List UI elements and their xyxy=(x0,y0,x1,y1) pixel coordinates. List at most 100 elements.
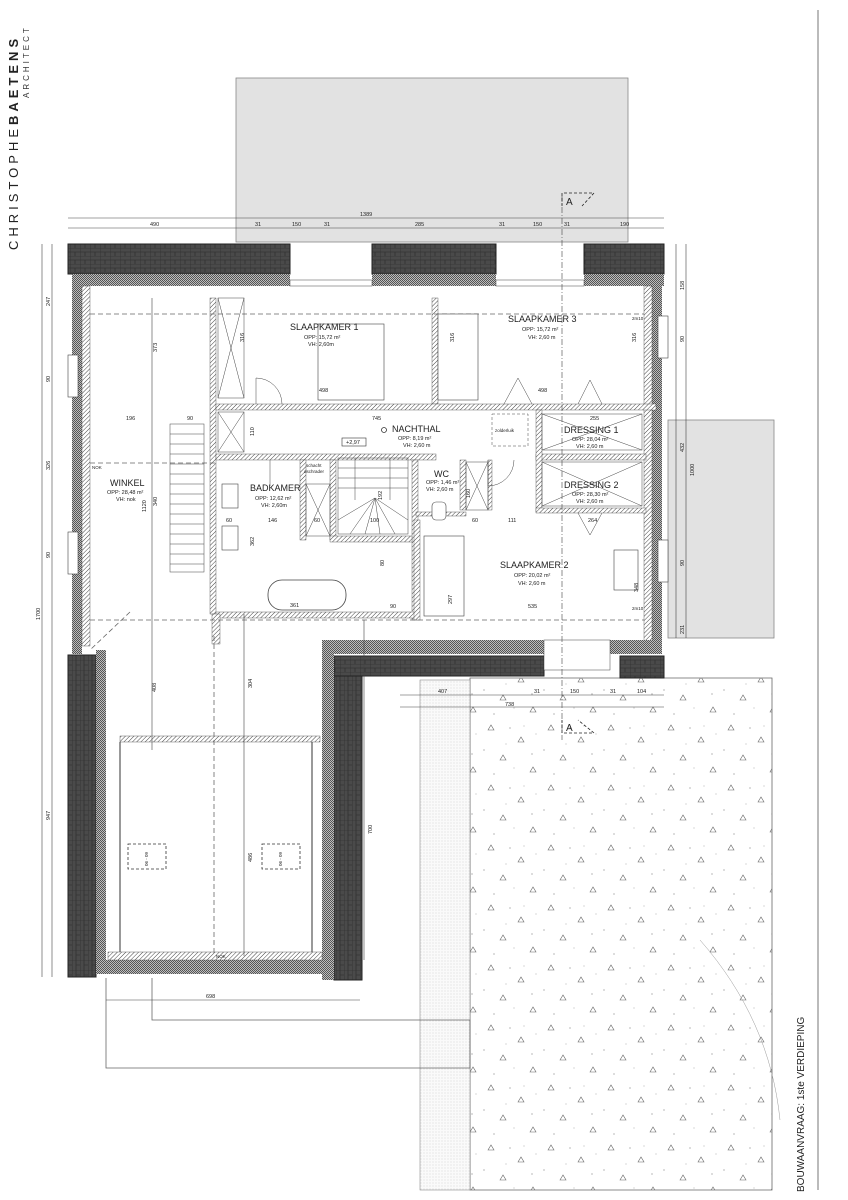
dim-bottom-1: 407 xyxy=(438,689,447,695)
dim-bad-60b: 60 xyxy=(314,518,320,524)
svg-text:BADKAMER: BADKAMER xyxy=(250,483,301,493)
height-2m10-a: 2m10 xyxy=(632,316,644,321)
desk xyxy=(613,549,639,591)
outer-walls xyxy=(67,274,669,980)
svg-text:VH: 2,60 m: VH: 2,60 m xyxy=(518,581,546,587)
dim-right-1: 158 xyxy=(680,281,686,290)
bathtub xyxy=(267,579,347,611)
svg-text:OPP: 28,48 m²: OPP: 28,48 m² xyxy=(107,490,144,496)
dim-winkel-b: 90 xyxy=(187,416,193,422)
dim-sk2-297: 297 xyxy=(448,595,454,604)
section-marker-top: A xyxy=(561,192,595,208)
terrace-strip xyxy=(419,679,471,1191)
dim-left-total: 1700 xyxy=(36,608,42,620)
dim-bad-146: 146 xyxy=(268,518,277,524)
dim-winkel-depth: 1120 xyxy=(142,500,148,512)
svg-text:OPP: 15,72 m²: OPP: 15,72 m² xyxy=(522,327,559,333)
dim-left-lower: 947 xyxy=(46,811,52,820)
room-badkamer: BADKAMER OPP: 12,62 m² VH: 2,60m xyxy=(250,483,301,509)
room-winkel: WINKEL OPP: 28,48 m² VH: nok xyxy=(107,478,145,503)
dim-stair-100: 100 xyxy=(370,518,379,524)
dim-left-1: 247 xyxy=(46,297,52,306)
svg-text:OPP: 28,30 m²: OPP: 28,30 m² xyxy=(572,492,609,498)
dim-sk2-535: 535 xyxy=(528,604,537,610)
dim-sk3-width: 498 xyxy=(538,388,547,394)
terrain-area xyxy=(469,677,773,1191)
dim-bottom-4: 31 xyxy=(610,689,616,695)
nok-label-left: NOK xyxy=(92,465,102,470)
room-slaapkamer-2: SLAAPKAMER 2 OPP: 20,02 m² VH: 2,60 m xyxy=(500,560,569,587)
bed-2 xyxy=(423,535,465,617)
neighbor-building-top xyxy=(235,77,629,243)
svg-text:SLAAPKAMER 3: SLAAPKAMER 3 xyxy=(508,314,577,324)
dim-top-9: 190 xyxy=(620,222,629,228)
dim-left-3: 326 xyxy=(46,461,52,470)
sink-1 xyxy=(221,483,239,509)
staircase-main xyxy=(337,457,409,535)
section-marker-bottom: A xyxy=(561,719,596,734)
svg-text:WINKEL: WINKEL xyxy=(110,478,145,488)
svg-text:VH: 2,60 m: VH: 2,60 m xyxy=(576,499,604,505)
svg-text:DRESSING 1: DRESSING 1 xyxy=(564,425,619,435)
architect-subtitle: ARCHITECT xyxy=(22,25,31,98)
dim-stair-192: 192 xyxy=(378,491,384,500)
architect-last-name: BAETENS xyxy=(6,34,21,125)
svg-text:OPP: 28,04 m²: OPP: 28,04 m² xyxy=(572,437,609,443)
dim-col-700: 700 xyxy=(368,825,374,834)
dim-bath: 361 xyxy=(290,603,299,609)
architect-first-name: CHRISTOPHE xyxy=(6,125,21,250)
dim-top-6: 31 xyxy=(499,222,505,228)
staircase-left xyxy=(169,423,205,573)
doors xyxy=(255,377,603,536)
dim-sk3-depth-r: 316 xyxy=(632,333,638,342)
dim-sk1-width: 498 xyxy=(319,388,328,394)
svg-text:VH: nok: VH: nok xyxy=(116,497,136,503)
svg-text:NACHTHAL: NACHTHAL xyxy=(392,424,441,434)
dim-col-486: 486 xyxy=(248,853,254,862)
dim-winkel-340: 340 xyxy=(153,497,159,506)
svg-text:A: A xyxy=(566,197,573,208)
dim-top-2: 31 xyxy=(255,222,261,228)
dim-right-3: 432 xyxy=(680,443,686,452)
svg-text:VH: 2,60 m: VH: 2,60 m xyxy=(576,444,604,450)
dim-right-4: 90 xyxy=(680,560,686,566)
svg-text:OPP: 1,46 m²: OPP: 1,46 m² xyxy=(426,480,459,486)
dim-right-5: 231 xyxy=(680,625,686,634)
dim-bottom-total: 738 xyxy=(505,702,514,708)
svg-text:OPP: 8,19 m²: OPP: 8,19 m² xyxy=(398,436,431,442)
sheet-title: BOUWAANVRAAG: 1ste VERDIEPING xyxy=(796,1016,807,1192)
svg-text:OPP: 15,72 m²: OPP: 15,72 m² xyxy=(304,335,341,341)
dim-winkel-373: 373 xyxy=(153,343,159,352)
skylight-2 xyxy=(261,843,301,870)
dim-col-80: 80 xyxy=(380,560,386,566)
dim-bad-60: 60 xyxy=(226,518,232,524)
svg-text:VH: 2,60m: VH: 2,60m xyxy=(308,342,334,348)
room-wc: WC OPP: 1,46 m² VH: 2,60 m xyxy=(426,469,459,493)
room-dressing-2: DRESSING 2 OPP: 28,30 m² VH: 2,60 m xyxy=(564,480,619,505)
svg-text:VH: 2,60m: VH: 2,60m xyxy=(261,503,287,509)
dim-bad-362: 362 xyxy=(250,537,256,546)
dim-hall-depth: 110 xyxy=(250,427,256,436)
skylight-2-label: 06 - 09 xyxy=(278,851,283,866)
room-nachthal: NACHTHAL OPP: 8,19 m² VH: 2,60 m xyxy=(381,424,441,449)
schacht-label-2: dschrader xyxy=(304,469,325,474)
dim-wc-160: 160 xyxy=(466,489,472,498)
svg-text:VH: 2,60 m: VH: 2,60 m xyxy=(528,335,556,341)
zolderluik-label: zolderluik xyxy=(495,428,515,433)
roof-tile-mid xyxy=(333,655,363,981)
room-slaapkamer-1: SLAAPKAMER 1 OPP: 15,72 m² VH: 2,60m xyxy=(290,322,359,348)
dim-sk3-depth: 316 xyxy=(450,333,456,342)
dim-right-2: 90 xyxy=(680,336,686,342)
dim-left-4: 90 xyxy=(46,552,52,558)
dim-bottom-2: 31 xyxy=(534,689,540,695)
height-2m10-b: 2m10 xyxy=(632,606,644,611)
neighbor-building-right xyxy=(667,419,775,639)
sink-2 xyxy=(221,525,239,551)
svg-text:VH: 2,60 m: VH: 2,60 m xyxy=(426,487,454,493)
skylight-1-label: 06 - 09 xyxy=(144,851,149,866)
roof-tile-right xyxy=(619,655,665,679)
dim-bottom-5: 104 xyxy=(637,689,646,695)
dim-col-304: 304 xyxy=(248,679,254,688)
dim-winkel-a: 196 xyxy=(126,416,135,422)
room-dressing-1: DRESSING 1 OPP: 28,04 m² VH: 2,60 m xyxy=(564,425,619,450)
